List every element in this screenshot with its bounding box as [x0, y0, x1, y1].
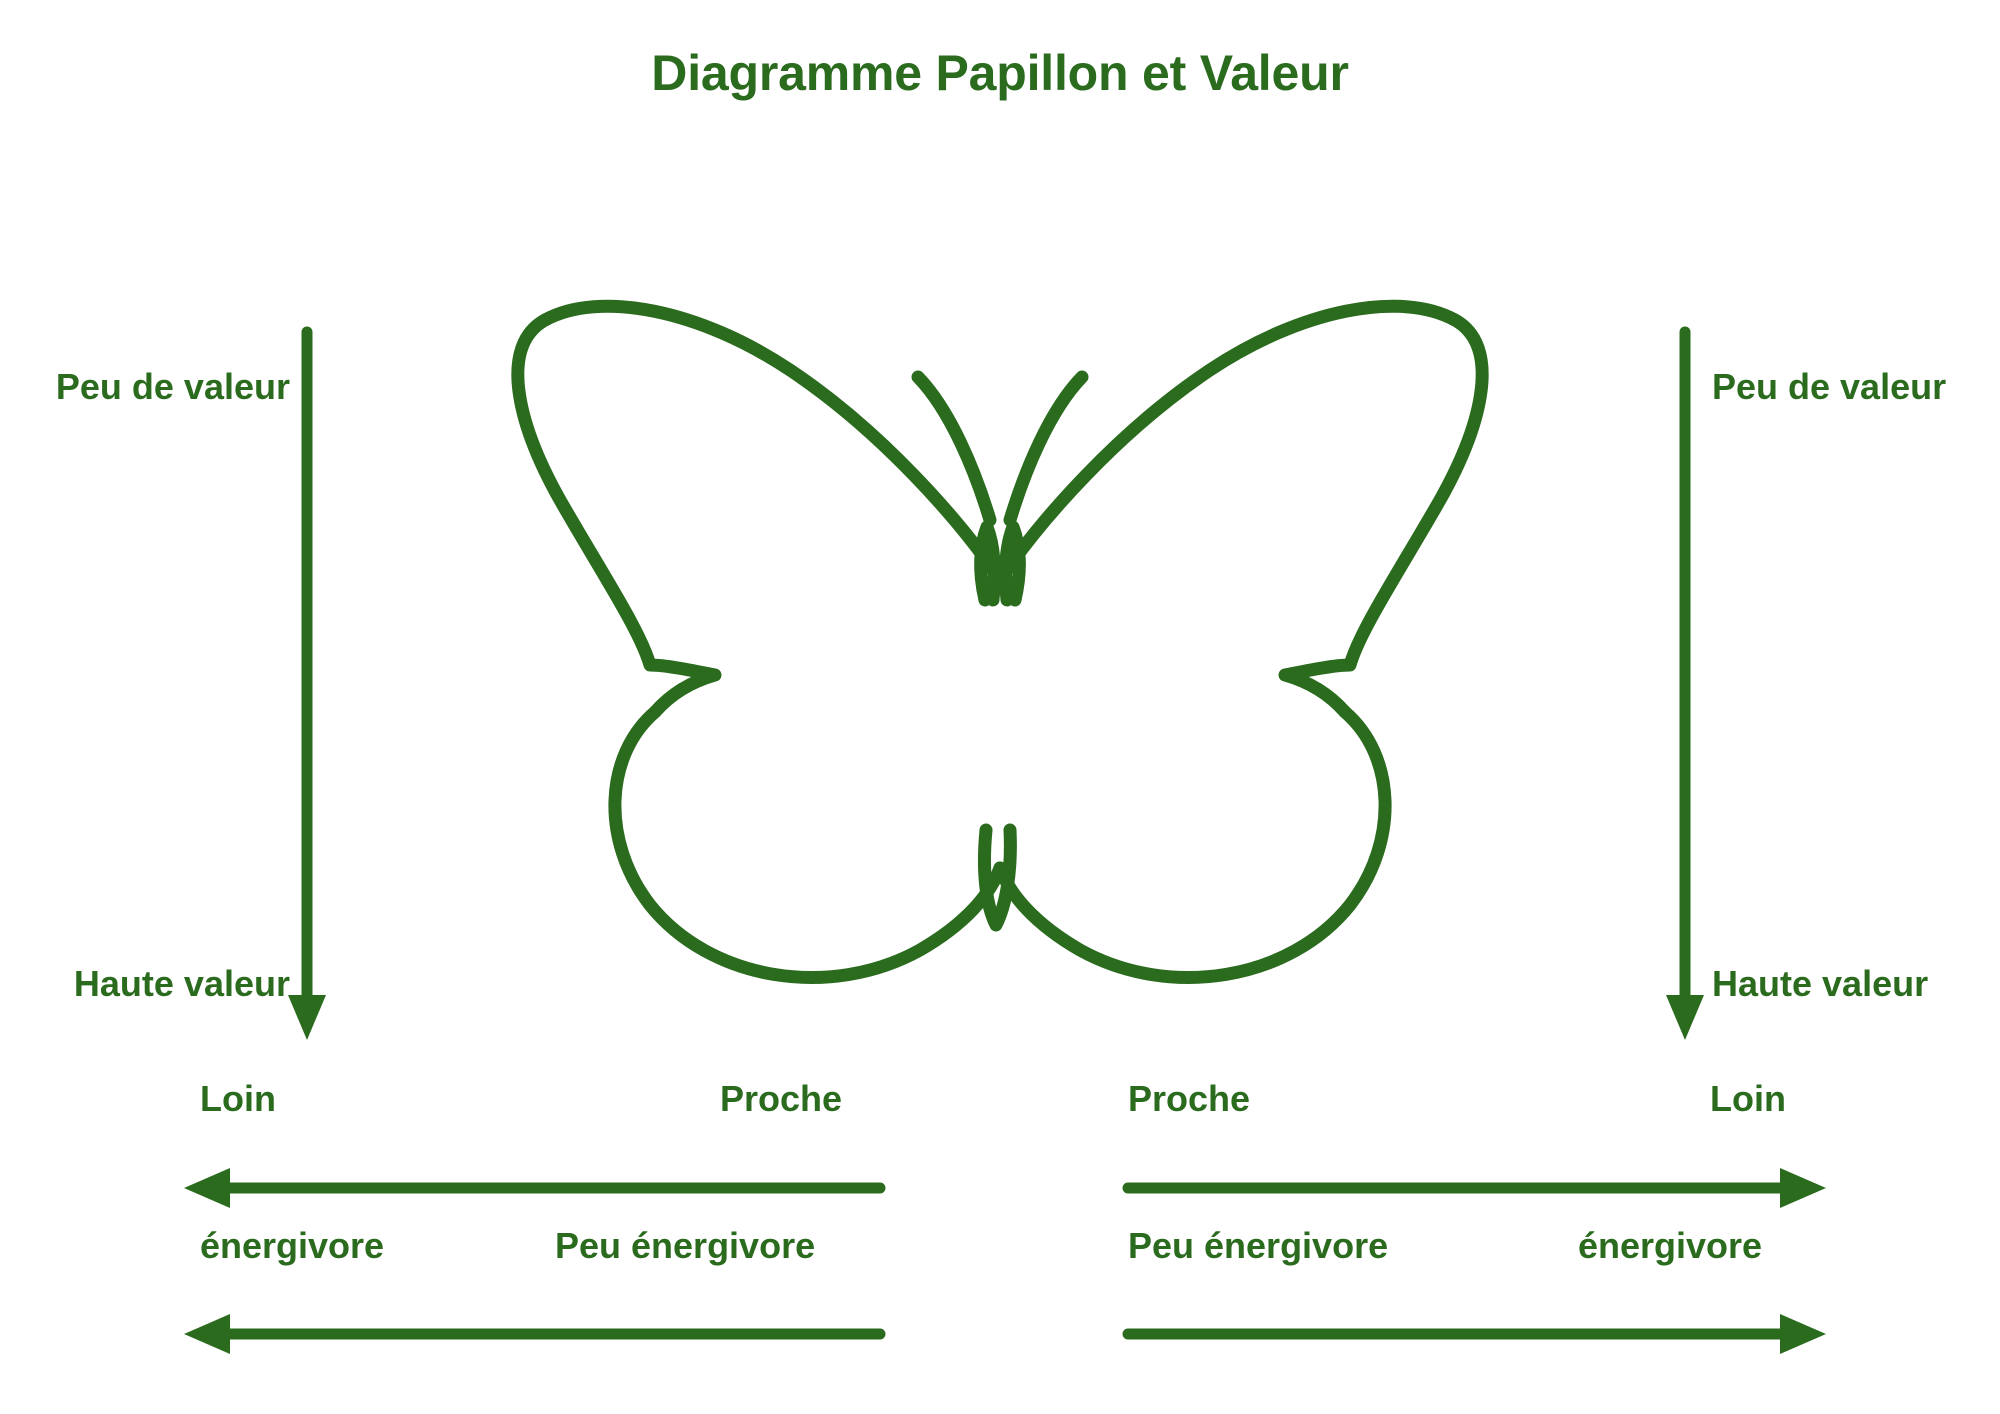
echelle-distance-droite: [1122, 1168, 1826, 1208]
right-axis-bottom-label: Haute valeur: [1712, 963, 1929, 1004]
echelle-distance-gauche: [184, 1168, 886, 1208]
left-scale-energy-start-label: énergivore: [200, 1225, 385, 1266]
left-scale-distance-start-label: Loin: [200, 1078, 276, 1119]
butterfly-icon: [511, 299, 1489, 984]
right-scale-energy-start-label: Peu énergivore: [1128, 1225, 1389, 1266]
axe-valeur-gauche: [288, 326, 326, 1040]
right-scale-energy-end-label: énergivore: [1578, 1225, 1763, 1266]
right-scale-distance-start-label: Proche: [1128, 1078, 1251, 1119]
right-scale-distance-end-label: Loin: [1710, 1078, 1786, 1119]
left-scale-distance-end-label: Proche: [720, 1078, 843, 1119]
right-axis-top-label: Peu de valeur: [1712, 366, 1947, 407]
echelle-energie-droite: [1122, 1314, 1826, 1354]
page-title: Diagramme Papillon et Valeur: [651, 45, 1349, 101]
left-axis-top-label: Peu de valeur: [55, 366, 290, 407]
echelle-energie-gauche: [184, 1314, 886, 1354]
left-axis-bottom-label: Haute valeur: [73, 963, 290, 1004]
axe-valeur-droite: [1666, 326, 1704, 1040]
left-scale-energy-end-label: Peu énergivore: [555, 1225, 816, 1266]
